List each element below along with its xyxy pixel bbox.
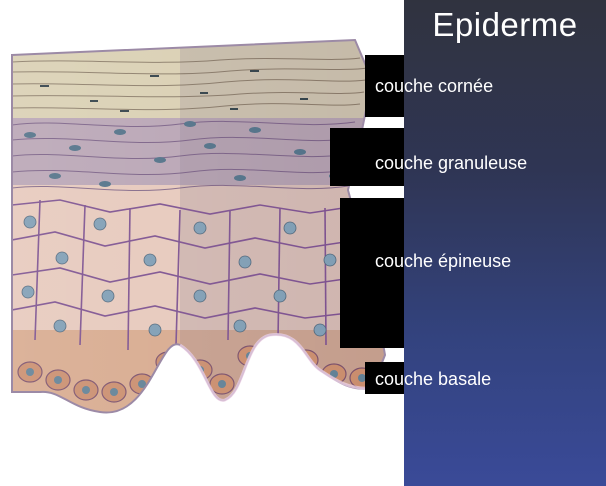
label-couche-basale: couche basale [375, 369, 491, 390]
label-couche-cornee: couche cornée [375, 76, 493, 97]
diagram-title: Epiderme [404, 6, 606, 44]
label-couche-epineuse: couche épineuse [375, 251, 511, 272]
label-couche-granuleuse: couche granuleuse [375, 153, 527, 174]
band-epineuse [340, 198, 404, 348]
